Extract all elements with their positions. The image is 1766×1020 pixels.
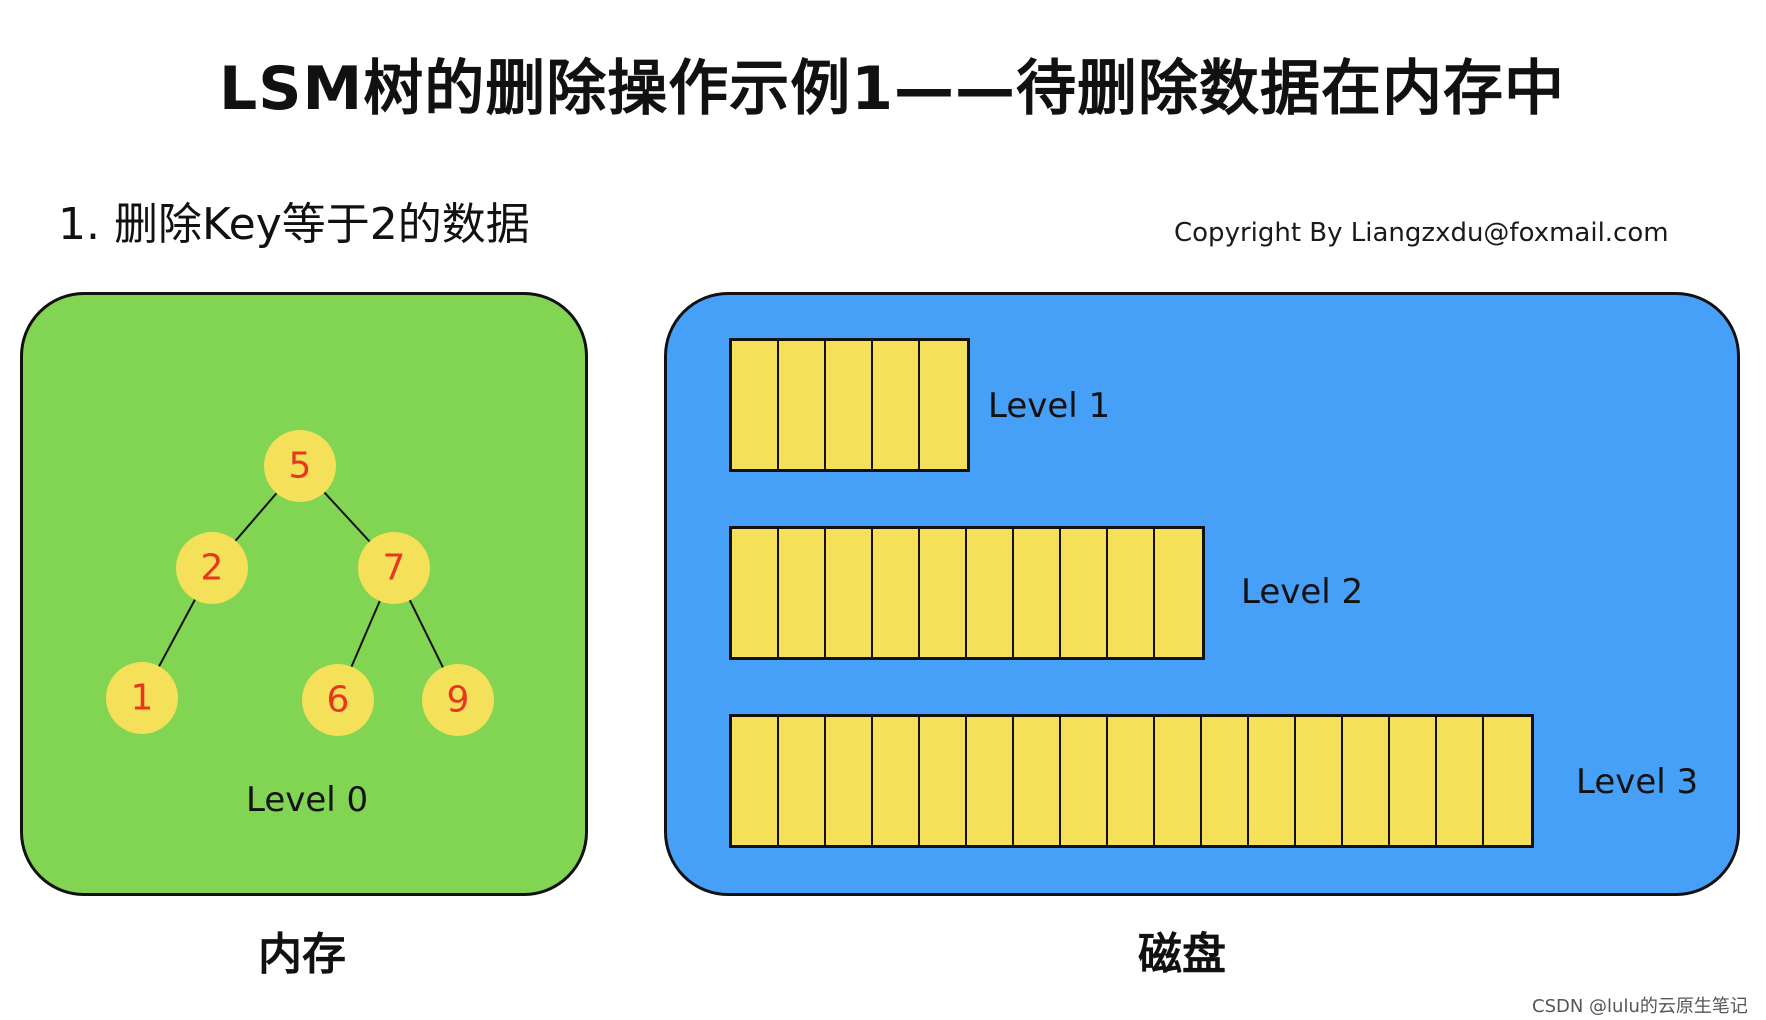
sstable-block	[826, 341, 873, 469]
memory-panel	[20, 292, 588, 896]
sstable-block	[1296, 717, 1343, 845]
step-description: 1. 删除Key等于2的数据	[58, 199, 530, 250]
sstable-block	[1061, 529, 1108, 657]
tree-node-label: 1	[131, 678, 154, 719]
sstable-block	[873, 529, 920, 657]
sstable-block	[779, 717, 826, 845]
sstable-block	[920, 529, 967, 657]
sstable-block	[732, 717, 779, 845]
sstable-block	[1249, 717, 1296, 845]
tree-node: 7	[358, 532, 430, 604]
tree-node-label: 2	[201, 548, 224, 589]
sstable-block	[826, 529, 873, 657]
memory-caption: 内存	[258, 929, 346, 980]
tree-node: 9	[422, 664, 494, 736]
sstable-block	[732, 529, 779, 657]
tree-node: 6	[302, 664, 374, 736]
sstable-block	[732, 341, 779, 469]
sstable-block	[873, 341, 920, 469]
copyright-notice: Copyright By Liangzxdu@foxmail.com	[1174, 218, 1669, 248]
sstable-block	[967, 529, 1014, 657]
tree-node: 1	[106, 662, 178, 734]
disk-caption: 磁盘	[1138, 929, 1226, 980]
sstable-block	[1014, 529, 1061, 657]
tree-node-label: 6	[327, 680, 350, 721]
tree-node-label: 5	[289, 446, 312, 487]
sstable-block	[1108, 529, 1155, 657]
sstable-block	[1061, 717, 1108, 845]
sstable-block	[1155, 717, 1202, 845]
sstable-block	[1390, 717, 1437, 845]
sstable-block	[1155, 529, 1202, 657]
diagram-title: LSM树的删除操作示例1——待删除数据在内存中	[219, 54, 1565, 124]
watermark: CSDN @lulu的云原生笔记	[1532, 996, 1748, 1017]
tree-node-label: 9	[447, 680, 470, 721]
sstable-block	[920, 717, 967, 845]
sstable-block	[1437, 717, 1484, 845]
sstable-block	[779, 341, 826, 469]
tree-node: 2	[176, 532, 248, 604]
sstable-block	[1108, 717, 1155, 845]
level-1-label: Level 1	[988, 386, 1111, 426]
tree-node: 5	[264, 430, 336, 502]
sstable-block	[826, 717, 873, 845]
sstable-level-3	[729, 714, 1534, 848]
level-0-label: Level 0	[246, 780, 369, 820]
level-3-label: Level 3	[1576, 762, 1699, 802]
sstable-block	[1014, 717, 1061, 845]
sstable-level-1	[729, 338, 970, 472]
sstable-block	[1343, 717, 1390, 845]
sstable-block	[873, 717, 920, 845]
tree-node-label: 7	[383, 548, 406, 589]
sstable-block	[967, 717, 1014, 845]
level-2-label: Level 2	[1241, 572, 1364, 612]
sstable-block	[1484, 717, 1531, 845]
sstable-block	[1202, 717, 1249, 845]
sstable-block	[779, 529, 826, 657]
sstable-level-2	[729, 526, 1205, 660]
sstable-block	[920, 341, 967, 469]
